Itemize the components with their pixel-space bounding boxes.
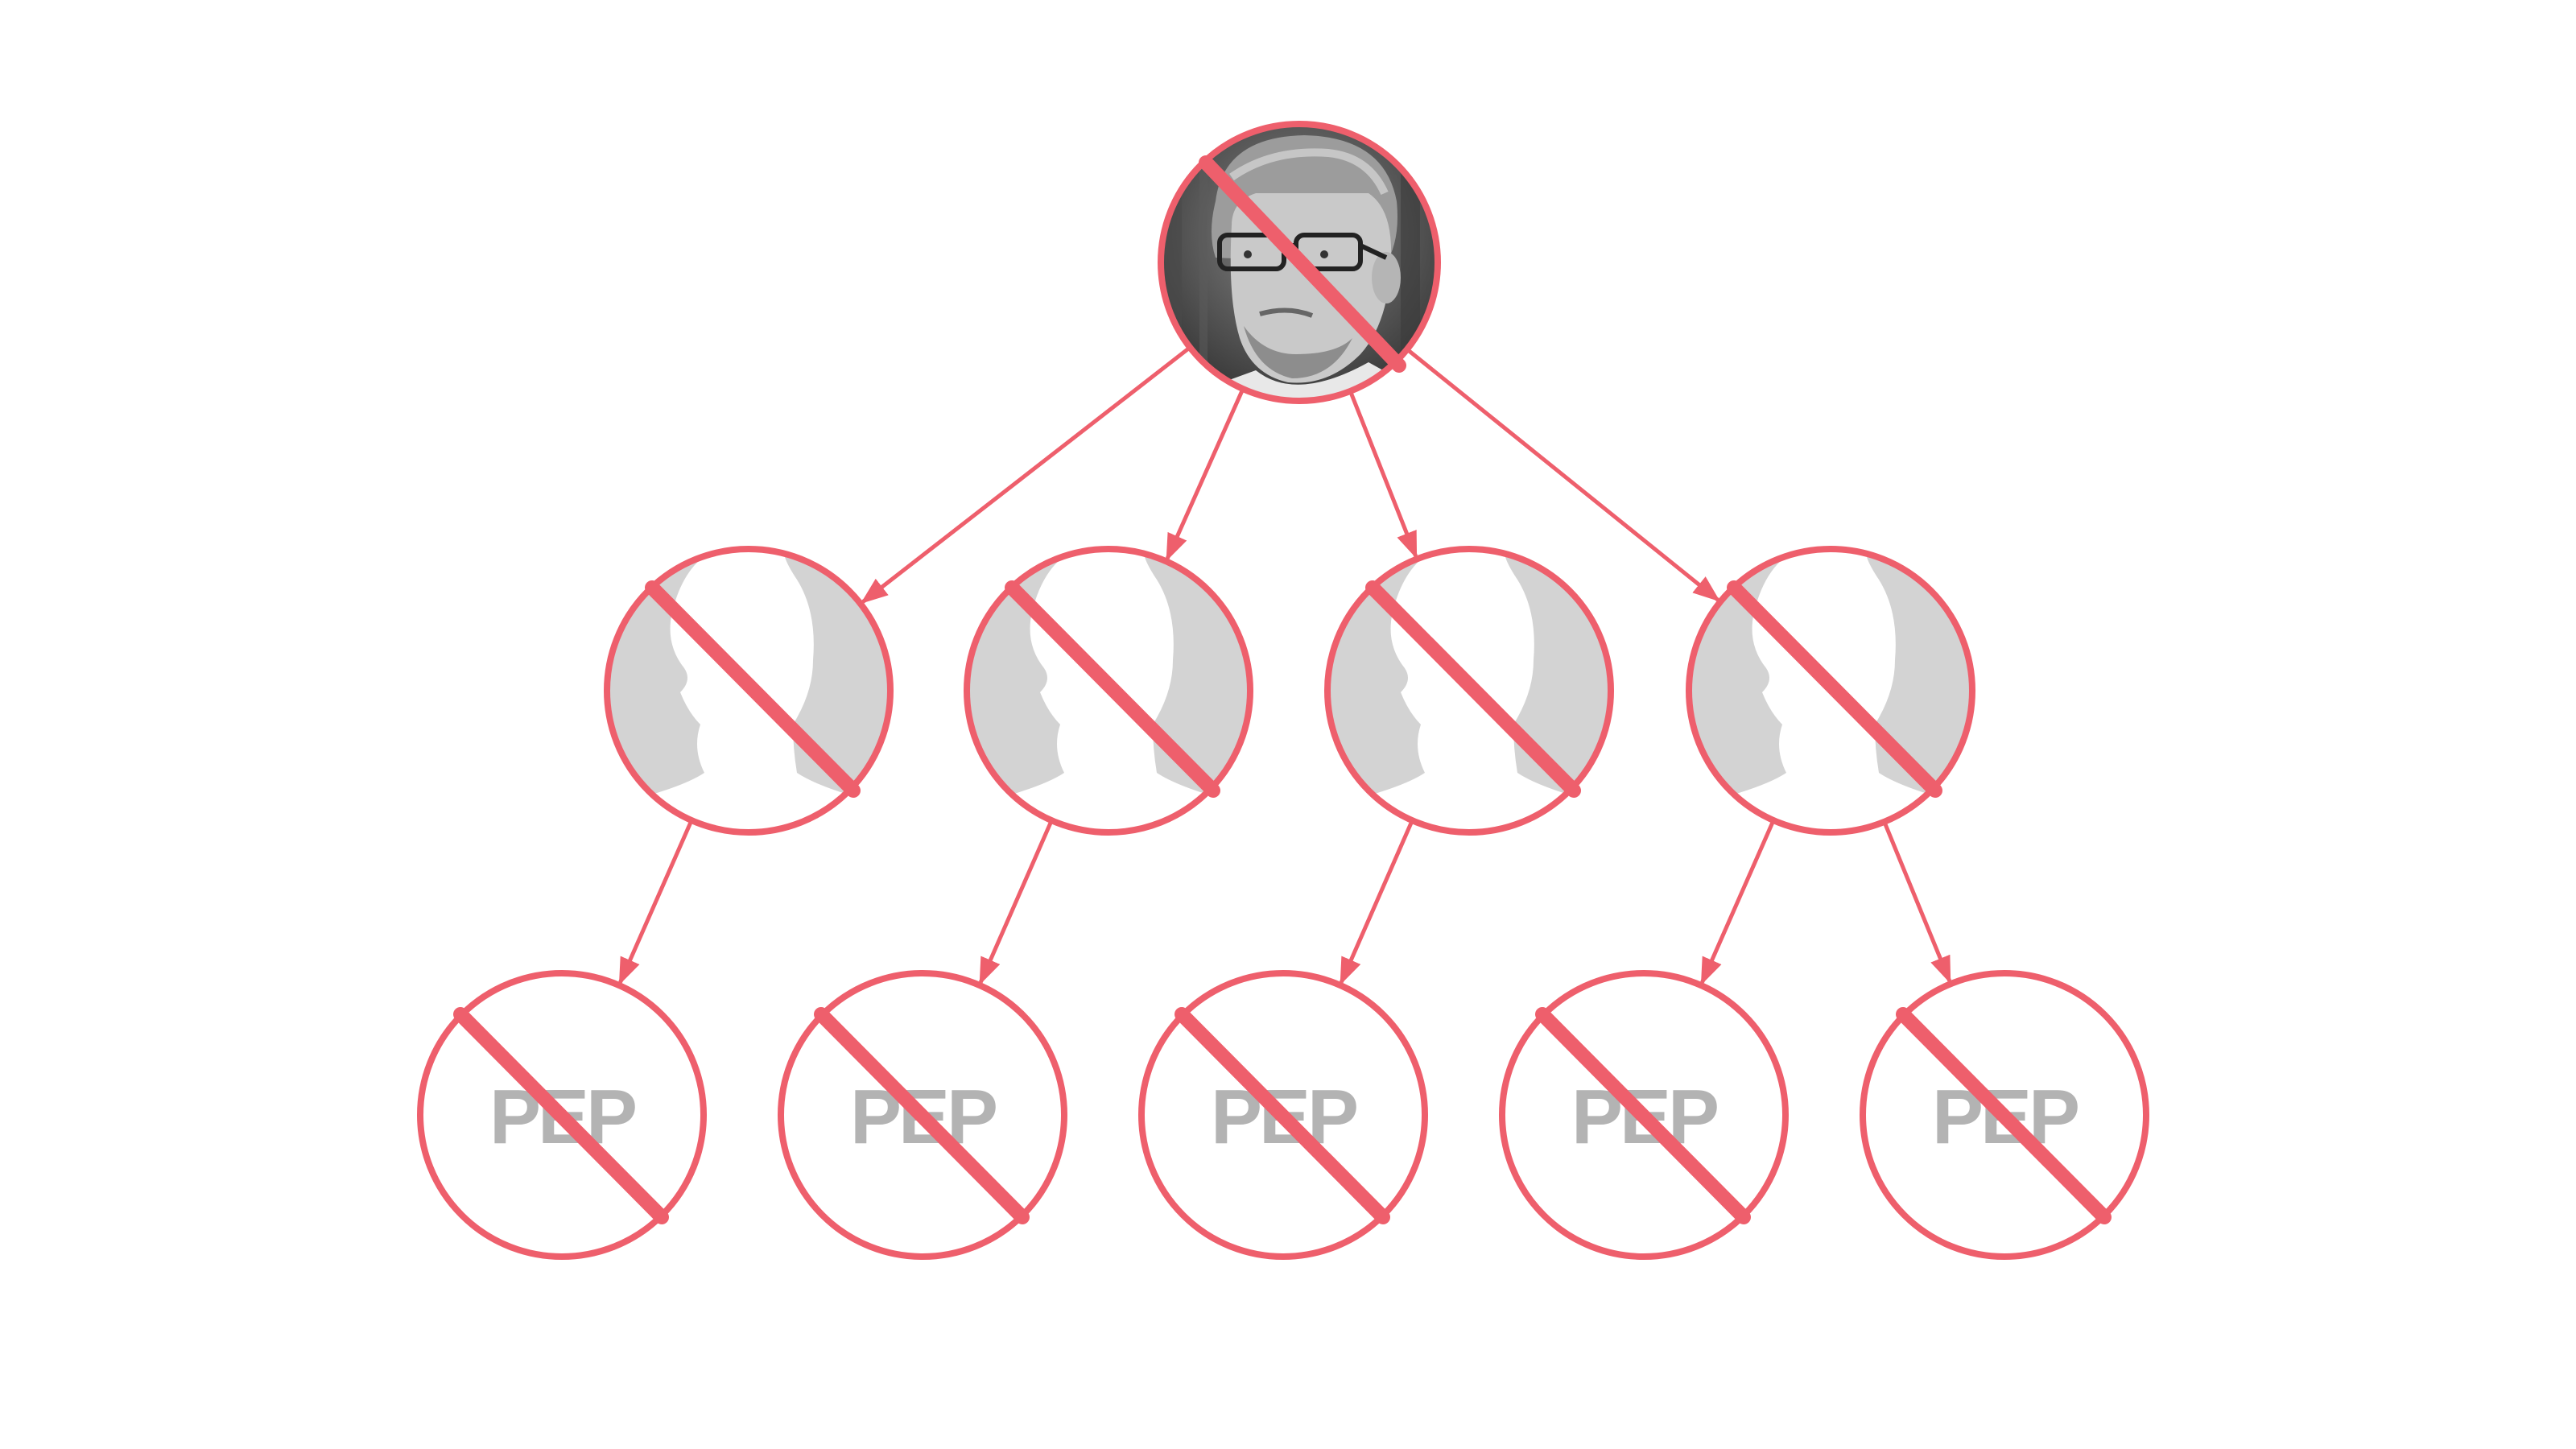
edge-arrow — [618, 820, 693, 985]
crossed-out-icon — [453, 1007, 669, 1224]
edge-arrow — [1700, 820, 1775, 985]
crossed-out-icon — [645, 580, 861, 798]
leaf-nodes: PEP PEP PEP PEP PEP — [417, 970, 2149, 1260]
edge-arrow — [1339, 821, 1414, 985]
edges-layer — [618, 346, 1952, 985]
middle-node — [1324, 546, 1614, 836]
middle-node — [964, 546, 1253, 836]
crossed-out-icon — [1535, 1007, 1751, 1224]
edge-arrow — [1165, 389, 1245, 562]
leaf-node: PEP — [778, 970, 1067, 1260]
edge-arrow — [978, 821, 1053, 985]
leaf-node: PEP — [417, 970, 707, 1260]
crossed-out-icon — [814, 1007, 1030, 1224]
middle-node — [1686, 546, 1975, 836]
edge-arrow — [1348, 391, 1418, 559]
crossed-out-icon — [1005, 580, 1220, 798]
edge-arrow — [860, 346, 1191, 604]
leaf-node: PEP — [1138, 970, 1428, 1260]
edge-arrow — [1406, 349, 1720, 602]
crossed-out-icon — [1174, 1007, 1390, 1224]
crossed-out-icon — [1365, 580, 1581, 798]
middle-node — [604, 546, 894, 836]
middle-nodes — [604, 546, 1975, 836]
crossed-out-icon — [1727, 580, 1942, 798]
root-node — [1158, 121, 1441, 404]
leaf-node: PEP — [1499, 970, 1789, 1260]
crossed-out-icon — [1199, 155, 1406, 373]
leaf-node: PEP — [1860, 970, 2149, 1260]
edge-arrow — [1883, 822, 1952, 985]
crossed-out-icon — [1896, 1007, 2112, 1224]
